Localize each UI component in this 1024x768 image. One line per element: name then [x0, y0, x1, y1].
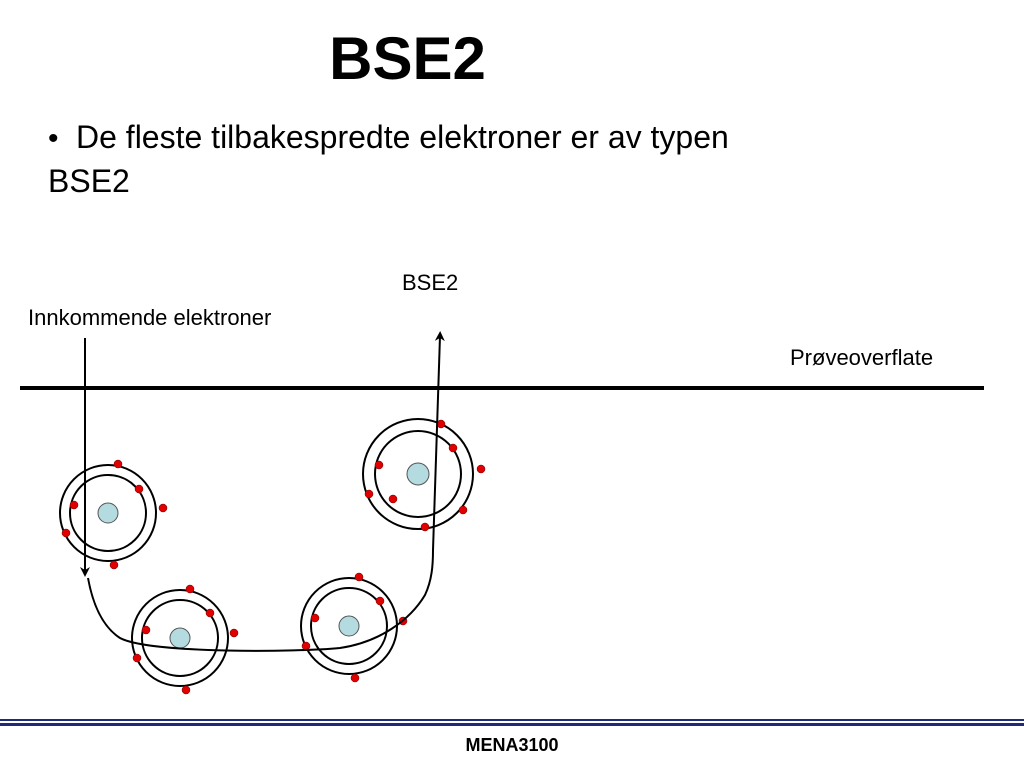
electron-trajectory-path — [87, 549, 434, 652]
bse2-exit-arrow — [432, 331, 445, 551]
electron — [458, 505, 468, 515]
atom-2-nucleus — [169, 627, 191, 649]
footer-rule-bottom — [0, 723, 1024, 726]
incoming-electrons-label: Innkommende elektroner — [28, 305, 272, 330]
atom-3-nucleus — [338, 615, 360, 637]
atom-1-inner-shell — [69, 474, 147, 552]
electron — [388, 494, 398, 504]
electron — [310, 613, 320, 623]
electron — [158, 503, 168, 513]
atom-2 — [131, 584, 239, 695]
atom-4-electrons — [364, 419, 486, 532]
electron — [301, 641, 311, 651]
electron — [420, 522, 430, 532]
footer-course-code: MENA3100 — [465, 735, 559, 755]
atom-3-inner-shell — [310, 587, 388, 665]
bse2-label: BSE2 — [402, 270, 459, 295]
atom-4-nucleus — [406, 462, 430, 486]
electron — [364, 489, 374, 499]
electron — [374, 460, 384, 470]
electron — [205, 608, 215, 618]
electron — [354, 572, 364, 582]
atom-2-electrons — [132, 584, 239, 695]
electron — [185, 584, 195, 594]
electron — [109, 560, 119, 570]
electron — [141, 625, 151, 635]
bullet-dot: • — [48, 122, 59, 155]
atom-1-nucleus — [97, 502, 119, 524]
slide-title: BSE2 — [329, 25, 486, 92]
electron — [476, 464, 486, 474]
sample-surface-label: Prøveoverflate — [790, 345, 934, 370]
bullet-point: •De fleste tilbakespredte elektroner er … — [48, 116, 788, 202]
electron — [132, 653, 142, 663]
atom-1-electrons — [61, 459, 168, 570]
atom-3 — [300, 572, 408, 683]
atom-4-inner-shell — [374, 430, 462, 518]
atom-2-outer-shell — [131, 589, 229, 687]
bullet-text: De fleste tilbakespredte elektroner er a… — [48, 119, 729, 199]
electron — [375, 596, 385, 606]
electron — [113, 459, 123, 469]
footer-rule-top — [0, 719, 1024, 721]
atom-1 — [59, 459, 168, 570]
atom-4-outer-shell — [362, 418, 474, 530]
electron — [61, 528, 71, 538]
atom-1-outer-shell — [59, 464, 157, 562]
electron — [181, 685, 191, 695]
electron — [350, 673, 360, 683]
atom-4 — [362, 418, 486, 532]
electron — [448, 443, 458, 453]
electron — [229, 628, 239, 638]
atom-2-inner-shell — [141, 599, 219, 677]
electron — [69, 500, 79, 510]
electron — [134, 484, 144, 494]
